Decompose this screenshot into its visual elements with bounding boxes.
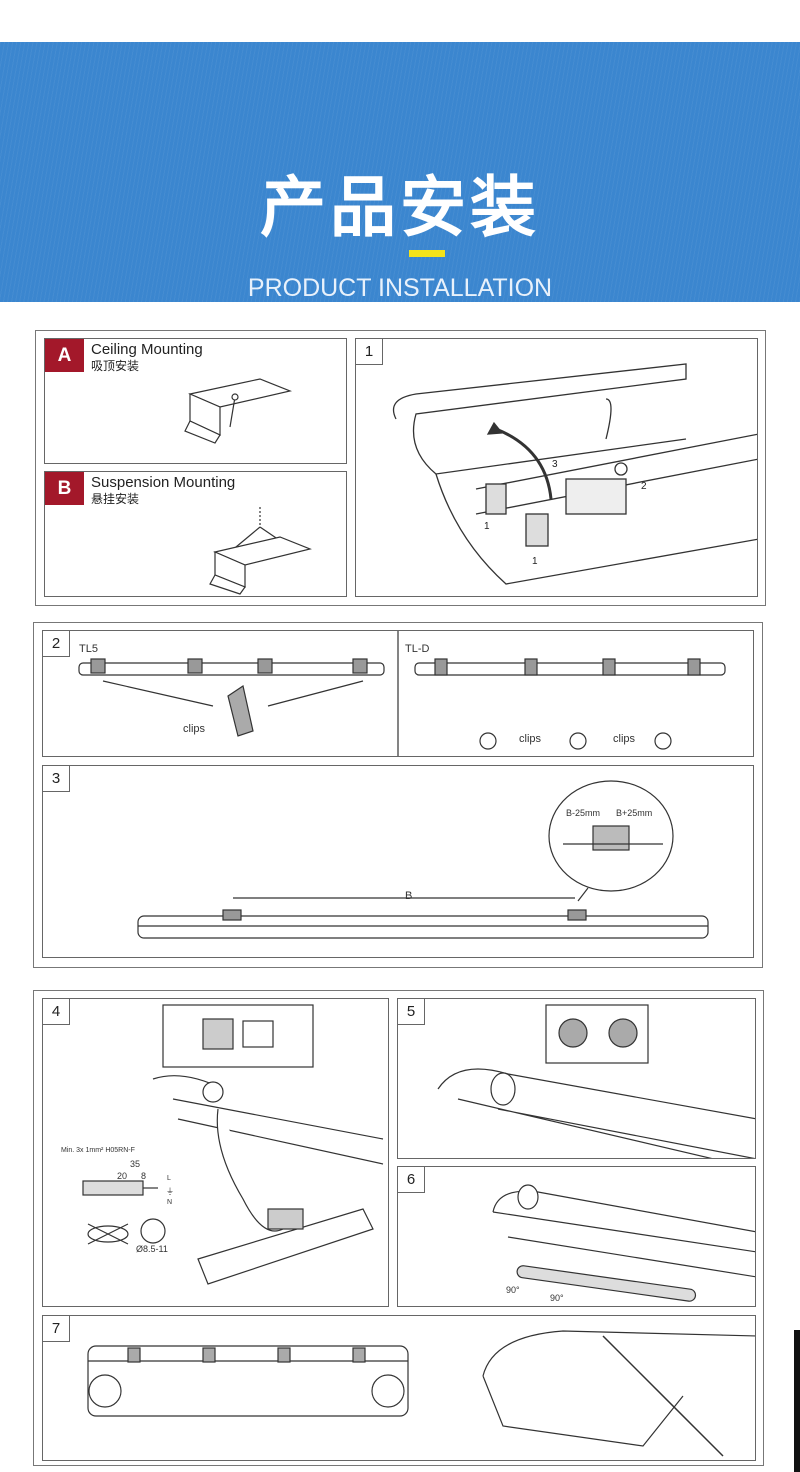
step-number: 1: [356, 339, 383, 365]
wiring-section: [33, 990, 764, 1466]
step-number: 6: [398, 1167, 425, 1193]
dim-8: 8: [141, 1171, 147, 1181]
dimension-b-minus: B-25mm: [566, 808, 601, 818]
tube-insert-illustration: [492, 1184, 755, 1302]
dim-35: 35: [130, 1159, 141, 1169]
gland-diameter: Ø8.5-11: [136, 1244, 168, 1254]
dimension-b: B: [405, 890, 413, 902]
callout-1: 1: [532, 556, 538, 567]
ceiling-label-cn: 吸顶安装: [91, 359, 140, 373]
cable-gland-illustration: [82, 1004, 384, 1285]
terminal-l: L: [167, 1175, 171, 1182]
rotation-angle: 90°: [550, 1293, 564, 1303]
badge-b: B: [45, 472, 84, 505]
clips-label: clips: [183, 723, 206, 735]
suspension-label-cn: 悬挂安装: [91, 492, 140, 506]
callout-3: 3: [552, 459, 558, 470]
rotation-angle: 90°: [506, 1285, 520, 1295]
step-number: 7: [43, 1316, 70, 1342]
panel-step-1: 1 1 1 2 3: [355, 338, 758, 597]
step-number: 2: [43, 631, 70, 657]
title-underline: [409, 250, 445, 257]
dim-20: 20: [117, 1171, 128, 1181]
tube-section: [33, 622, 763, 968]
suspension-label-en: Suspension Mounting: [91, 474, 236, 491]
page-title: 产品安装: [260, 169, 540, 246]
page-subtitle: PRODUCT INSTALLATION: [247, 274, 553, 302]
spacing-illustration: [137, 780, 709, 939]
badge-a: A: [45, 339, 84, 372]
step-number: 4: [43, 999, 70, 1025]
panel-step-3: 3 B B-25mm B+25mm: [42, 765, 754, 958]
ceiling-label-en: Ceiling Mounting: [91, 341, 203, 358]
cable-spec: Min. 3x 1mm² H05RN-F: [61, 1147, 135, 1154]
callout-2: 2: [641, 481, 647, 492]
tld-label: TL-D: [405, 643, 430, 655]
mounting-screw-illustration: [437, 1004, 755, 1158]
cover-close-illustration: [87, 1330, 755, 1457]
dimension-b-plus: B+25mm: [616, 808, 653, 818]
wiring-illustration: 1 1 2 3: [392, 363, 757, 585]
mounting-section: [35, 330, 766, 606]
terminal-n: N: [167, 1199, 173, 1206]
clips-label: clips: [613, 733, 636, 745]
step-number: 5: [398, 999, 425, 1025]
suspension-bracket-illustration: [209, 507, 312, 595]
tl5-label: TL5: [79, 643, 98, 655]
clips-illustration: [78, 631, 726, 756]
panel-step-6: 6 90° 90°: [397, 1166, 756, 1307]
page-edge: [794, 1330, 800, 1472]
terminal-earth: ⏚: [166, 1187, 174, 1196]
header-banner: 产品安装 PRODUCT INSTALLATION: [0, 42, 800, 302]
step-number: 3: [43, 766, 70, 792]
callout-1: 1: [484, 521, 490, 532]
panel-step-2: 2 TL5 TL-D clips clips clips: [42, 630, 754, 757]
panel-step-5: 5: [397, 998, 756, 1159]
panel-step-7: 7: [42, 1315, 756, 1461]
ceiling-bracket-illustration: [184, 378, 293, 444]
panel-step-4: 4 Min. 3x 1mm² H05RN-F 35 20 8 L ⏚ N Ø8.…: [42, 998, 389, 1307]
clips-label: clips: [519, 733, 542, 745]
